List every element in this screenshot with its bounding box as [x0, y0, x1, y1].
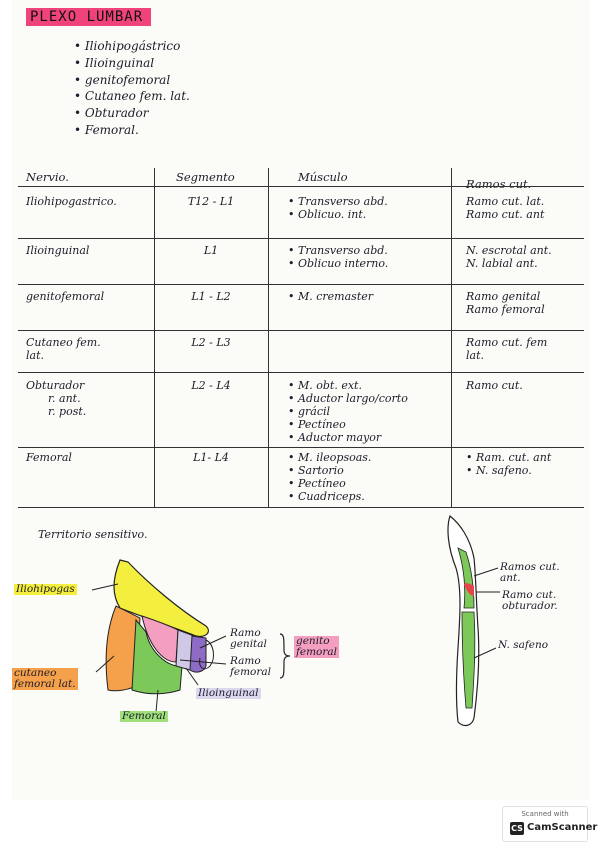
cell-segmento: L2 - L4 [191, 379, 231, 392]
label-ramo-cut-obturador: Ramo cut. obturador. [502, 589, 558, 612]
table-row-divider [18, 372, 584, 373]
label-ilioinguinal: Ilioinguinal [196, 687, 261, 699]
cell-segmento: L1 [203, 244, 219, 257]
region-femoral [131, 618, 183, 695]
scrotum-outline [199, 639, 214, 670]
territory-diagram-right [447, 514, 500, 727]
cell-nervio: Cutaneo fem.lat. [26, 336, 101, 362]
leader-ramos-cut-ant [473, 567, 499, 577]
territory-heading: Territorio sensitivo. [38, 528, 148, 541]
list-item: genitofemoral [74, 72, 190, 89]
nerve-list: Iliohipogástrico Ilioinguinal genitofemo… [74, 38, 190, 139]
label-femoral: Femoral [120, 710, 168, 722]
region-ramo-cut-obturador [464, 583, 474, 596]
header-ramos: Ramos cut. [466, 177, 532, 191]
cell-musculo: M. obt. ext.Aductor largo/cortográcilPec… [288, 379, 408, 444]
cell-musculo: M. cremaster [288, 290, 373, 303]
leader-ramo-femoral [179, 659, 227, 665]
list-item: Iliohipogástrico [74, 38, 190, 55]
genitofemoral-brace [279, 633, 291, 679]
scanned-with-text: Scanned with [521, 810, 569, 818]
leader-femoral [155, 689, 159, 713]
label-ramo-femoral: Ramo femoral [230, 655, 272, 678]
cell-musculo: Transverso abd.Oblicuo. int. [288, 195, 388, 221]
list-item: Cutaneo fem. lat. [74, 88, 190, 105]
list-item: Femoral. [74, 122, 190, 139]
header-segmento: Segmento [176, 170, 235, 184]
cell-ramos: Ramo cut. [466, 379, 523, 392]
cell-nervio: Femoral [26, 451, 72, 464]
table-column-divider [451, 168, 452, 507]
leader-cutaneo [95, 655, 115, 673]
header-nervio: Nervio. [26, 170, 69, 184]
region-iliohipogastrico [113, 559, 209, 637]
table-row-divider [18, 330, 584, 331]
camscanner-brand: CamScanner [527, 822, 598, 833]
label-genitofemoral: genito femoral [294, 635, 340, 658]
cell-musculo: M. ileopsoas.SartorioPectíneoCuadriceps. [288, 451, 371, 503]
list-item: Obturador [74, 105, 190, 122]
table-row-divider [18, 284, 584, 285]
label-n-safeno: N. safeno [498, 639, 549, 651]
leader-n-safeno [473, 647, 497, 659]
cell-nervio: Ilioinguinal [26, 244, 90, 257]
label-iliohipogas: Iliohipogas [14, 583, 77, 595]
cell-ramos: Ram. cut. antN. safeno. [466, 451, 551, 477]
label-cutaneo-fem-lat: cutaneo femoral lat. [12, 667, 78, 690]
list-item: Ilioinguinal [74, 55, 190, 72]
leader-iliohipogas [91, 583, 119, 591]
label-ramos-cut-ant: Ramos cut. ant. [500, 561, 560, 584]
cell-musculo: Transverso abd.Oblicuo interno. [288, 244, 388, 270]
camscanner-badge: Scanned with CS CamScanner [502, 806, 597, 842]
cell-segmento: L2 - L3 [191, 336, 231, 349]
region-n-safeno [461, 611, 476, 709]
cell-ramos: N. escrotal ant.N. labial ant. [466, 244, 552, 270]
table-row-divider [18, 186, 584, 187]
label-ramo-genital: Ramo genital [230, 627, 267, 650]
page-title: PLEXO LUMBAR [26, 8, 152, 26]
region-ramo-genital [189, 635, 207, 673]
table-row-divider [18, 507, 584, 508]
header-musculo: Músculo [298, 170, 348, 184]
cell-segmento: L1 - L2 [191, 290, 231, 303]
leader-ramo-genital [199, 635, 227, 649]
camscanner-icon: CS [510, 822, 524, 835]
cell-ramos: Ramo cut. lat.Ramo cut. ant [466, 195, 545, 221]
cell-segmento: T12 - L1 [187, 195, 235, 208]
cell-nervio: genitofemoral [26, 290, 105, 303]
territory-diagram-left [91, 559, 291, 713]
cell-segmento: L1- L4 [193, 451, 229, 464]
table-row-divider [18, 238, 584, 239]
cell-nervio: Iliohipogastrico. [26, 195, 117, 208]
table-column-divider [268, 168, 269, 507]
leader-ilioinguinal [185, 667, 199, 686]
table-column-divider [154, 168, 155, 507]
table-row-divider [18, 447, 584, 448]
